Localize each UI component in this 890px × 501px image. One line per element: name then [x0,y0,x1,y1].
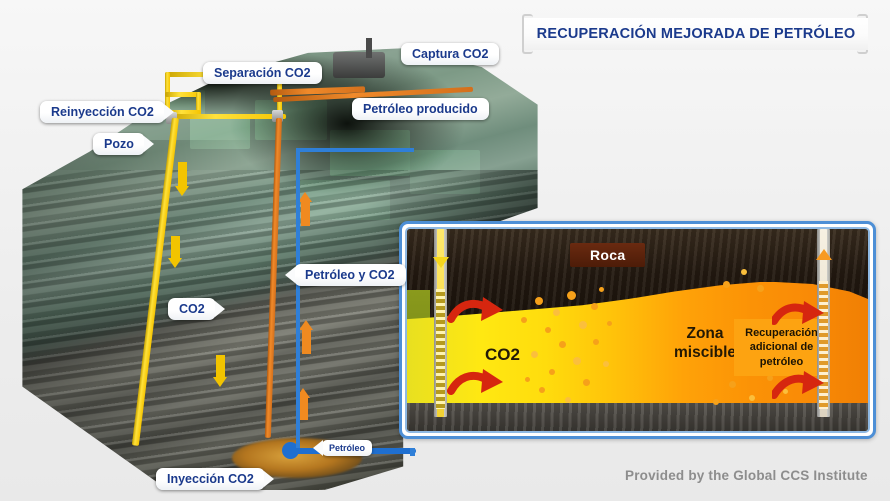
co2-pipeline-surface [168,110,201,115]
callout-captura-co2-label: Captura CO2 [412,47,489,61]
miscible-bubble [567,291,576,300]
recovery-line3: petróleo [759,355,804,368]
miscible-bubble [603,361,609,367]
field-patch [190,115,250,149]
rock-label-text: Roca [590,247,626,263]
recovery-line2: adicional de [749,341,814,354]
callout-separacion-co2-label: Separación CO2 [214,66,311,80]
magnify-frame-line [296,148,414,152]
miscible-bubble [573,357,581,365]
callout-petroleo-label: Petróleo [329,443,366,453]
miscible-bubble [757,285,764,292]
production-flow-arrowhead [816,249,832,260]
capture-plant [333,52,385,78]
field-patch [255,100,327,140]
co2-pipeline-surface [168,114,286,119]
callout-petroleo-y-co2[interactable]: Petróleo y CO2 [294,264,406,286]
miscible-bubble [525,377,530,382]
oil-flow-arrow-up [296,388,310,420]
source-credit: Provided by the Global CCS Institute [625,468,868,483]
miscible-bubble [545,327,551,333]
rock-label: Roca [570,243,646,267]
field-patch [330,130,410,176]
field-patch [410,150,480,194]
miscible-bubble [549,369,555,375]
callout-petroleo-y-co2-label: Petróleo y CO2 [305,268,395,282]
oil-flow-arrow-up [298,192,312,226]
injection-well-perforations [436,289,445,409]
miscible-bubble [531,351,538,358]
miscible-bubble [723,281,730,288]
miscible-bubble [607,321,612,326]
magnify-frame-line [410,448,415,456]
callout-petroleo-producido-label: Petróleo producido [363,102,478,116]
miscible-bubble [783,389,788,394]
miscible-bubble [535,297,543,305]
magnify-frame-line [296,148,300,448]
miscible-bubble [741,269,747,275]
capture-plant-stack [366,38,372,58]
production-well-perforations [819,281,828,409]
miscible-bubble [593,339,599,345]
miscible-zone-line2: miscible [673,344,737,362]
co2-push-arrow [447,369,503,395]
oil-recovery-arrow [772,371,824,399]
callout-pozo[interactable]: Pozo [93,133,145,155]
miscible-bubble [565,397,571,403]
reservoir-detail-inset: Roca CO2 Zona miscible Recuperación adic… [399,221,876,439]
co2-flow-arrow-down [175,162,189,196]
callout-co2-shallow-label: CO2 [179,302,205,316]
miscible-bubble [559,341,566,348]
miscible-zone-line1: Zona [686,325,724,342]
miscible-bubble [599,287,604,292]
wellhead-marker [272,110,283,122]
callout-reinyeccion-co2-label: Reinyección CO2 [51,105,154,119]
miscible-zone-label: Zona miscible [645,324,765,363]
callout-captura-co2[interactable]: Captura CO2 [401,43,500,65]
miscible-bubble [579,321,587,329]
page-title: RECUPERACIÓN MEJORADA DE PETRÓLEO [524,18,868,50]
miscible-bubble [539,387,545,393]
callout-petroleo[interactable]: Petróleo [322,440,373,456]
oil-recovery-arrow [772,301,824,325]
co2-pipeline-surface [196,92,201,114]
additional-recovery-label: Recuperación adicional de petróleo [734,319,829,376]
miscible-bubble [583,379,590,386]
miscible-bubble [749,395,755,401]
co2-pipeline-surface [165,92,201,97]
basement-rock-layer [407,402,868,431]
inset-co2-label: CO2 [485,345,520,364]
miscible-bubble [713,399,719,405]
callout-inyeccion-co2-label: Inyección CO2 [167,472,254,486]
injection-flow-arrowhead [433,257,449,268]
miscible-bubble [767,375,773,381]
callout-inyeccion-co2[interactable]: Inyección CO2 [156,468,265,490]
callout-pozo-label: Pozo [104,137,134,151]
magnify-connector-dot [282,442,299,459]
callout-separacion-co2[interactable]: Separación CO2 [203,62,322,84]
callout-petroleo-producido[interactable]: Petróleo producido [352,98,489,120]
recovery-line1: Recuperación [745,327,818,339]
co2-flow-arrow-down [213,355,227,387]
co2-push-arrow [447,297,503,323]
inset-scene: Roca CO2 Zona miscible Recuperación adic… [405,227,870,433]
oil-flow-arrow-up [299,320,313,354]
miscible-bubble [729,381,736,388]
field-patch [300,180,390,220]
page-title-text: RECUPERACIÓN MEJORADA DE PETRÓLEO [536,26,856,42]
callout-reinyeccion-co2[interactable]: Reinyección CO2 [40,101,165,123]
co2-flow-arrow-down [168,236,182,268]
miscible-bubble [521,317,527,323]
callout-co2-shallow[interactable]: CO2 [168,298,216,320]
miscible-bubble [553,309,560,316]
miscible-bubble [591,303,598,310]
